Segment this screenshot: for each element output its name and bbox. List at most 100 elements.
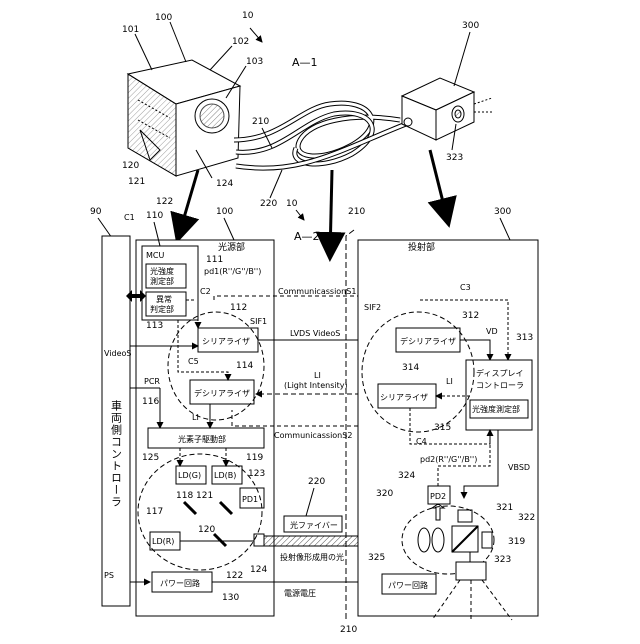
- ref-300-block: 300: [494, 207, 511, 217]
- ld-g-label: LD(G): [178, 471, 201, 480]
- ref-118: 118: [176, 491, 193, 501]
- ref-313: 313: [516, 333, 533, 343]
- ref-321: 321: [496, 503, 513, 513]
- c3-label: C3: [460, 283, 471, 292]
- ref-124-block: 124: [250, 565, 267, 575]
- vbsd-label: VBSD: [508, 463, 530, 472]
- ref-114: 114: [236, 361, 253, 371]
- cable-bundle-3d: [234, 103, 406, 168]
- ref-121: 121: [128, 177, 145, 187]
- ref-122: 122: [156, 197, 173, 207]
- ref-10b: 10: [286, 199, 298, 209]
- anomaly-line2: 判定部: [150, 304, 174, 314]
- ps-label: PS: [104, 571, 114, 580]
- ref-111: 111: [206, 255, 223, 265]
- li-label-pj: LI: [446, 377, 453, 386]
- ref-124: 124: [216, 179, 233, 189]
- ref-120: 120: [122, 161, 139, 171]
- ref-125: 125: [142, 453, 159, 463]
- supply-voltage-label: 電源電圧: [284, 589, 316, 598]
- ref-122-block: 122: [226, 571, 243, 581]
- deserializer-312-label: デシリアライザ: [400, 336, 456, 346]
- block-view-a2: 10 A—2 90 車両側コントローラ C1 100 光源部 110 MCU 光…: [90, 199, 538, 635]
- ref-123: 123: [248, 469, 265, 479]
- ref-319: 319: [508, 537, 525, 547]
- ref-315: 315: [434, 423, 451, 433]
- intensity-meter-315-label: 光強度測定部: [472, 404, 520, 414]
- ref-130: 130: [222, 593, 239, 603]
- pd2-label: PD2: [430, 492, 446, 501]
- pd1-label: PD1: [242, 495, 258, 504]
- serializer-112-label: シリアライザ: [202, 337, 250, 346]
- top-view-a1: 10 A—1 100 101 102 103 120 121 122 124: [122, 11, 494, 256]
- c2-label: C2: [200, 287, 211, 296]
- intensity-meter-line2: 測定部: [150, 276, 174, 286]
- ref-314: 314: [402, 363, 419, 373]
- light-source-title: 光源部: [218, 241, 245, 253]
- beam-label: 投射像形成用の光: [280, 552, 344, 562]
- pd2-signal-label: pd2(R''/G''/B''): [420, 455, 477, 464]
- ref-320: 320: [376, 489, 393, 499]
- projector-title: 投射部: [408, 241, 435, 253]
- ref-121-block: 121: [196, 491, 213, 501]
- pcr-label: PCR: [144, 377, 160, 386]
- ld-r-label: LD(R): [152, 537, 174, 546]
- anomaly-line1: 異常: [156, 295, 172, 304]
- ref-10: 10: [242, 11, 254, 21]
- sif1-label: SIF1: [250, 317, 267, 326]
- ref-312: 312: [462, 311, 479, 321]
- ref-100-block: 100: [216, 207, 233, 217]
- driver-116-label: 光素子駆動部: [178, 434, 226, 444]
- vehicle-controller-label: 車両側コントローラ: [110, 399, 123, 508]
- ref-100: 100: [155, 13, 172, 23]
- li-sub-label: (Light Intensity): [284, 381, 348, 390]
- view-a1-label: A—1: [292, 56, 318, 69]
- deserializer-114-label: デシリアライザ: [194, 388, 250, 398]
- ref-102: 102: [232, 37, 249, 47]
- display-ctrl-line1: ディスプレイ: [476, 368, 523, 378]
- display-ctrl-line2: コントローラ: [476, 381, 524, 390]
- ref-220-top: 220: [260, 199, 277, 209]
- c5-label: C5: [188, 357, 199, 366]
- sif2-label: SIF2: [364, 303, 381, 312]
- ref-322: 322: [518, 513, 535, 523]
- ref-325: 325: [368, 553, 385, 563]
- ref-323-top: 323: [446, 153, 463, 163]
- ref-110: 110: [146, 211, 163, 221]
- ref-120-block: 120: [198, 525, 215, 535]
- power-325-label: パワー回路: [388, 580, 428, 590]
- ref-112: 112: [230, 303, 247, 313]
- power-130-label: パワー回路: [160, 578, 200, 588]
- ref-220-block: 220: [308, 477, 325, 487]
- ref-101: 101: [122, 25, 139, 35]
- c4-label: C4: [416, 437, 427, 446]
- lvds-label: LVDS VideoS: [290, 329, 340, 338]
- vd-label: VD: [486, 327, 498, 336]
- pd1-signal-label: pd1(R''/G''/B''): [204, 267, 261, 276]
- ref-113: 113: [146, 321, 163, 331]
- projection-lens: [456, 562, 486, 580]
- projector-unit-3d: [402, 78, 494, 140]
- ref-210-top: 210: [252, 117, 269, 127]
- c1-label: C1: [124, 213, 135, 222]
- ref-324: 324: [398, 471, 415, 481]
- ref-116: 116: [142, 397, 159, 407]
- ref-117: 117: [146, 507, 163, 517]
- ld-b-label: LD(B): [214, 471, 236, 480]
- ref-90: 90: [90, 207, 102, 217]
- serializer-314-label: シリアライザ: [380, 393, 428, 402]
- intensity-meter-line1: 光強度: [150, 266, 174, 276]
- mcu-label: MCU: [146, 251, 164, 260]
- light-source-unit-3d: [128, 60, 240, 176]
- ref-210-block: 210: [348, 207, 365, 217]
- comm-s2-label: CommunicassionS2: [274, 431, 352, 440]
- li-cable-label: LI: [314, 371, 321, 380]
- fiber-label: 光ファイバー: [290, 520, 338, 530]
- ref-300-top: 300: [462, 21, 479, 31]
- view-a2-label: A—2: [294, 230, 320, 243]
- video-s-label: VideoS: [104, 349, 132, 358]
- ref-119: 119: [246, 453, 263, 463]
- ref-103: 103: [246, 57, 263, 67]
